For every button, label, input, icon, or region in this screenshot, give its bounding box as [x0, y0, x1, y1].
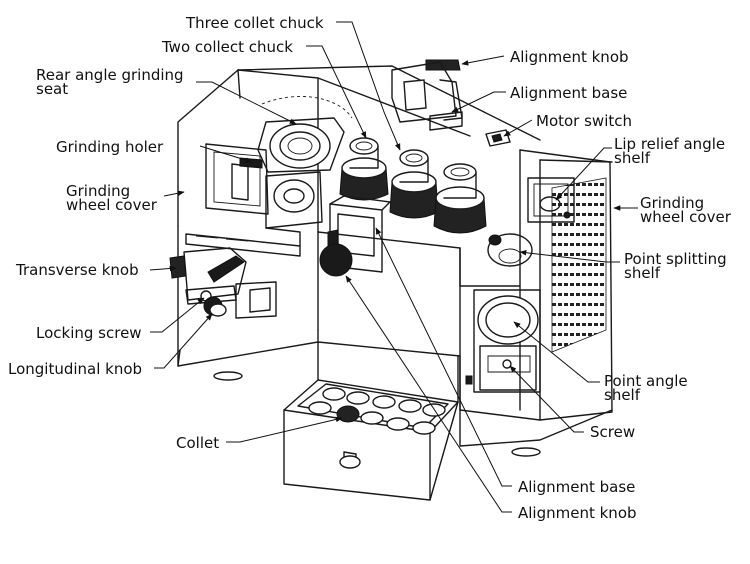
label-screw: Screw: [590, 423, 636, 441]
three-collet-chuck: [389, 149, 439, 219]
label-alignment-knob-top: Alignment knob: [510, 48, 629, 66]
label-point-splitting-shelf-line1: Point splitting: [624, 250, 727, 268]
drawer: [283, 341, 459, 501]
label-lip-relief-angle-shelf-line2: shelf: [614, 149, 650, 167]
label-grinding-wheel-cover-left-line1: Grinding: [66, 182, 131, 200]
label-grinding-wheel-cover-left: Grinding wheel cover: [66, 182, 157, 214]
label-point-angle-shelf: Point angle shelf: [604, 372, 688, 404]
leader-grinding-wheel-cover-left: [163, 190, 185, 197]
label-alignment-base-top: Alignment base: [510, 84, 628, 102]
point-splitting-shelf: [487, 233, 533, 267]
label-longitudinal-knob: Longitudinal knob: [8, 360, 143, 378]
label-rear-angle-grinding-seat-line2: seat: [36, 80, 69, 98]
label-point-angle-shelf-line2: shelf: [604, 386, 640, 404]
label-grinding-wheel-cover-right: Grinding wheel cover: [640, 194, 731, 226]
leader-three-collet-chuck: [336, 21, 401, 151]
label-point-splitting-shelf: Point splitting shelf: [624, 250, 727, 282]
leader-transverse-knob: [149, 265, 177, 272]
label-alignment-knob-bottom: Alignment knob: [518, 504, 637, 522]
leader-lines: [149, 21, 638, 513]
label-rear-angle-grinding-seat-line1: Rear angle grinding: [36, 66, 184, 84]
rear-angle-grinding-seat: [257, 96, 353, 173]
label-alignment-base-bottom: Alignment base: [518, 478, 636, 496]
label-grinding-holer: Grinding holer: [56, 138, 164, 156]
leader-alignment-knob-bottom: [345, 275, 512, 513]
two-collect-chuck: [339, 137, 389, 201]
leader-motor-switch: [503, 119, 533, 137]
label-transverse-knob: Transverse knob: [16, 261, 139, 279]
lip-relief-box: [527, 177, 575, 223]
label-collet: Collet: [176, 434, 220, 452]
leader-collet: [226, 416, 343, 443]
label-point-angle-shelf-line1: Point angle: [604, 372, 688, 390]
leader-rear-angle-grinding-seat: [196, 81, 297, 125]
leader-alignment-base-top: [451, 91, 506, 113]
leader-point-splitting-shelf: [519, 249, 620, 263]
label-grinding-wheel-cover-right-line2: wheel cover: [640, 208, 731, 226]
leader-point-angle-shelf: [513, 321, 600, 383]
leader-screw: [509, 365, 584, 433]
point-angle-shelf: [473, 289, 541, 393]
label-point-splitting-shelf-line2: shelf: [624, 264, 660, 282]
label-two-collect-chuck: Two collect chuck: [162, 38, 293, 56]
alignment-assembly-top: [391, 59, 463, 131]
leader-longitudinal-knob: [154, 313, 213, 369]
leader-grinding-holer: [199, 145, 253, 163]
leader-alignment-base-bottom: [375, 227, 512, 487]
machine-body: [177, 65, 613, 457]
leader-two-collect-chuck: [306, 45, 367, 139]
left-knobs: [169, 247, 277, 319]
leader-locking-screw: [150, 297, 205, 333]
drawer-box: [283, 379, 459, 501]
label-grinding-wheel-cover-left-line2: wheel cover: [66, 196, 157, 214]
label-lip-relief-angle-shelf: Lip relief angle shelf: [614, 135, 726, 167]
label-lip-relief-angle-shelf-line1: Lip relief angle: [614, 135, 726, 153]
top-panel: [237, 65, 541, 141]
label-motor-switch: Motor switch: [536, 112, 632, 130]
leader-alignment-knob-top: [461, 55, 505, 66]
collet-chucks: [339, 137, 487, 234]
label-rear-angle-grinding-seat: Rear angle grinding seat: [36, 66, 184, 98]
motor-switch: [485, 129, 511, 147]
label-locking-screw: Locking screw: [36, 324, 142, 342]
third-chuck: [433, 163, 487, 234]
leader-lip-relief-angle-shelf: [555, 147, 612, 201]
label-grinding-wheel-cover-right-line1: Grinding: [640, 194, 705, 212]
label-three-collet-chuck: Three collet chuck: [186, 14, 324, 32]
alignment-assembly-front: [319, 195, 391, 277]
